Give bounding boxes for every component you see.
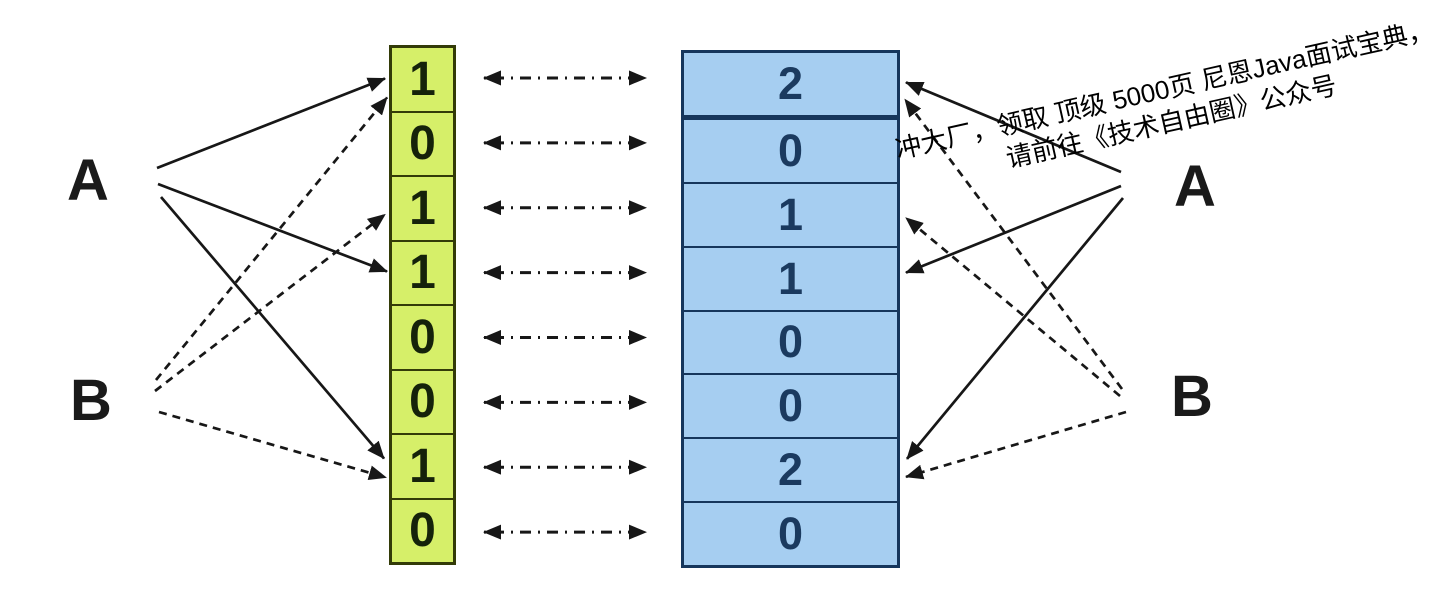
label-item-b-left: B [70,368,112,433]
hash-arrow-b-right-cell3 [905,216,1121,398]
hash-arrow-b-right-cell1 [903,98,1124,390]
hash-arrow-b-left-cell1 [154,96,389,381]
hash-arrow-a-right-cell1 [905,81,1122,174]
bit-cell-4: 1 [392,239,453,305]
bit-cell-2: 0 [392,110,453,176]
hash-arrow-a-left-cell1 [156,77,386,170]
hash-arrow-b-left-cell3 [154,213,386,393]
hash-arrow-a-left-cell7 [159,196,386,460]
hash-arrow-a-right-cell7 [905,197,1125,460]
bit-cell-7: 1 [392,433,453,498]
counter-cell-4: 1 [684,245,897,310]
label-item-b-right: B [1171,364,1213,429]
counter-cell-2: 0 [684,114,897,182]
counter-cell-3: 1 [684,181,897,246]
label-item-a-right: A [1174,154,1216,219]
bit-cell-6: 0 [392,368,453,434]
hash-arrow-a-right-cell4 [905,184,1122,274]
bit-cell-8: 0 [392,497,453,563]
bit-cell-5: 0 [392,304,453,369]
counter-cell-5: 0 [684,309,897,374]
hash-arrow-a-left-cell4 [157,182,388,273]
counter-cell-1: 2 [777,57,804,109]
label-item-a-left: A [67,148,109,213]
bit-cell-1: 1 [409,52,436,106]
counter-cell-6: 0 [684,373,897,437]
counter-cell-7: 2 [684,437,897,501]
counter-cell-8: 0 [684,501,897,565]
hash-arrow-b-left-cell7 [158,410,387,480]
bit-cell-3: 1 [392,175,453,240]
hash-arrow-b-right-cell7 [905,410,1127,480]
